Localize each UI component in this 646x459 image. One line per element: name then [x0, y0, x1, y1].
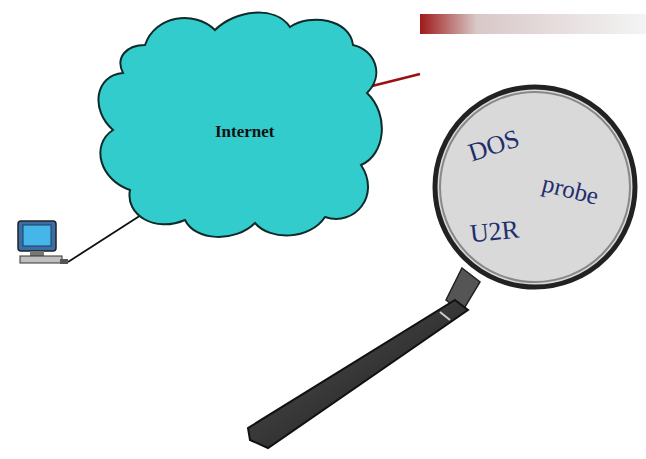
computer-icon: [18, 221, 68, 264]
cloud-label: Internet: [215, 123, 274, 142]
magnifier-handle: [248, 268, 480, 448]
node-outline: [430, 82, 640, 292]
banner-strip: [420, 14, 646, 34]
cloud-node: Internet: [85, 5, 420, 243]
attack-type: U2R: [469, 216, 521, 250]
magnifier-lens: DOSprobeU2R: [430, 82, 640, 292]
